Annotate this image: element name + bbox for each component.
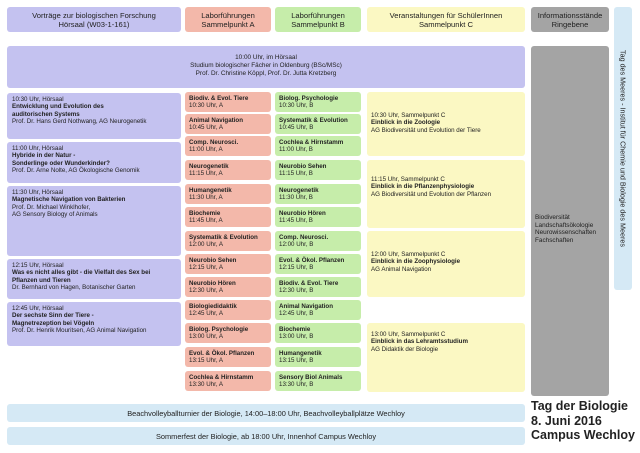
- talk-0: 10:30 Uhr, Hörsaal Entwicklung und Evolu…: [7, 93, 181, 139]
- talk-time: 12:45 Uhr, Hörsaal: [12, 305, 64, 312]
- event-title-date: 8. Juni 2016: [531, 413, 602, 428]
- opening-title: Studium biologischer Fächer in Oldenburg…: [190, 61, 342, 69]
- school-time: 13:00 Uhr, Sammelpunkt C: [371, 331, 446, 338]
- footer-beachvolleyball: Beachvolleyballturnier der Biologie, 14:…: [7, 404, 525, 422]
- header-lab-b: Laborführungen Sammelpunkt B: [275, 7, 361, 32]
- info-stand-item: Fachschaften: [535, 236, 574, 244]
- school-group: AG Animal Navigation: [371, 265, 432, 273]
- talk-3: 12:15 Uhr, Hörsaal Was es nicht alles gi…: [7, 259, 181, 299]
- school-title: Einblick in die Zoologie: [371, 119, 441, 127]
- event-title-name: Tag der Biologie: [531, 399, 628, 413]
- school-event-1: 11:15 Uhr, Sammelpunkt C Einblick in die…: [367, 160, 525, 228]
- info-stand-item: Neurowissenschaften: [535, 229, 597, 237]
- header-lectures: Vorträge zur biologischen Forschung Hörs…: [7, 7, 181, 32]
- header-lab-b-label: Laborführungen Sammelpunkt B: [291, 10, 345, 29]
- talk-speaker: Prof. Dr. Michael Winklhofer, AG Sensory…: [12, 203, 98, 218]
- school-time: 10:30 Uhr, Sammelpunkt C: [371, 112, 446, 119]
- header-lectures-label: Vorträge zur biologischen Forschung Hörs…: [32, 10, 156, 29]
- talk-speaker: Prof. Dr. Arne Nolte, AG Ökologische Gen…: [12, 166, 140, 174]
- talk-1: 11:00 Uhr, Hörsaal Hybride in der Natur …: [7, 142, 181, 183]
- header-lab-a-label: Laborführungen Sammelpunkt A: [201, 10, 255, 29]
- school-group: AG Biodiversität und Evolution der Tiere: [371, 126, 481, 134]
- header-info-label: Informationsstände Ringebene: [537, 10, 603, 29]
- talk-2: 11:30 Uhr, Hörsaal Magnetische Navigatio…: [7, 186, 181, 256]
- talk-speaker: Prof. Dr. Henrik Mouritsen, AG Animal Na…: [12, 326, 147, 334]
- talk-time: 10:30 Uhr, Hörsaal: [12, 96, 64, 103]
- talk-title: Der sechste Sinn der Tiere - Magnetrezep…: [12, 312, 95, 327]
- event-title-location: Campus Wechloy: [531, 428, 635, 442]
- header-school: Veranstaltungen für SchülerInnen Sammelp…: [367, 7, 525, 32]
- talk-time: 12:15 Uhr, Hörsaal: [12, 262, 64, 269]
- talk-time: 11:30 Uhr, Hörsaal: [12, 189, 64, 196]
- school-title: Einblick in das Lehramtsstudium: [371, 338, 468, 346]
- talk-title: Magnetische Navigation von Bakterien: [12, 196, 126, 204]
- school-title: Einblick in die Zoophysiologie: [371, 258, 461, 266]
- header-lab-a: Laborführungen Sammelpunkt A: [185, 7, 271, 32]
- lab-a-slot: Comp. Neurosci.11:00 Uhr, A: [185, 136, 271, 156]
- school-time: 11:15 Uhr, Sammelpunkt C: [371, 176, 445, 183]
- talk-title: Hybride in der Natur - Sonderlinge oder …: [12, 152, 110, 167]
- side-label-tag-des-meeres: Tag des Meeres - Institut für Chemie und…: [614, 7, 632, 290]
- school-title: Einblick in die Pflanzenphysiologie: [371, 183, 475, 191]
- header-school-label: Veranstaltungen für SchülerInnen Sammelp…: [389, 10, 503, 29]
- footer-summer-text: Sommerfest der Biologie, ab 18:00 Uhr, I…: [155, 431, 377, 441]
- event-title: Tag der Biologie 8. Juni 2016 Campus Wec…: [531, 399, 637, 443]
- header-info: Informationsstände Ringebene: [531, 7, 609, 32]
- talk-4: 12:45 Uhr, Hörsaal Der sechste Sinn der …: [7, 302, 181, 346]
- footer-sommerfest: Sommerfest der Biologie, ab 18:00 Uhr, I…: [7, 427, 525, 445]
- school-group: AG Biodiversität und Evolution der Pflan…: [371, 190, 492, 198]
- lab-b-slot: Comp. Neurosci.12:00 Uhr, B: [275, 231, 361, 251]
- info-stand-item: Biodiversität: [535, 214, 570, 221]
- school-group: AG Didaktik der Biologie: [371, 345, 439, 353]
- talk-title: Entwicklung und Evolution des auditorisc…: [12, 103, 104, 118]
- opening-lecture: 10:00 Uhr, im Hörsaal Studium biologisch…: [7, 46, 525, 88]
- info-stand-item: Landschaftsökologie: [535, 221, 594, 229]
- talk-time: 11:00 Uhr, Hörsaal: [12, 145, 64, 152]
- footer-beach-text: Beachvolleyballturnier der Biologie, 14:…: [127, 408, 405, 418]
- opening-speakers: Prof. Dr. Christine Köppl, Prof. Dr. Jut…: [195, 69, 337, 77]
- opening-time: 10:00 Uhr, im Hörsaal: [235, 54, 297, 61]
- info-stands: Biodiversität Landschaftsökologie Neurow…: [531, 46, 609, 396]
- school-time: 12:00 Uhr, Sammelpunkt C: [371, 251, 446, 258]
- talk-speaker: Dr. Bernhard von Hagen, Botanischer Gart…: [12, 283, 136, 291]
- talk-speaker: Prof. Dr. Hans Gerd Nothwang, AG Neuroge…: [12, 117, 147, 125]
- side-label-text: Tag des Meeres - Institut für Chemie und…: [618, 50, 628, 247]
- talk-title: Was es nicht alles gibt - die Vielfalt d…: [12, 269, 151, 284]
- school-event-0: 10:30 Uhr, Sammelpunkt C Einblick in die…: [367, 92, 525, 156]
- school-event-3: 13:00 Uhr, Sammelpunkt C Einblick in das…: [367, 323, 525, 392]
- school-event-2: 12:00 Uhr, Sammelpunkt C Einblick in die…: [367, 231, 525, 297]
